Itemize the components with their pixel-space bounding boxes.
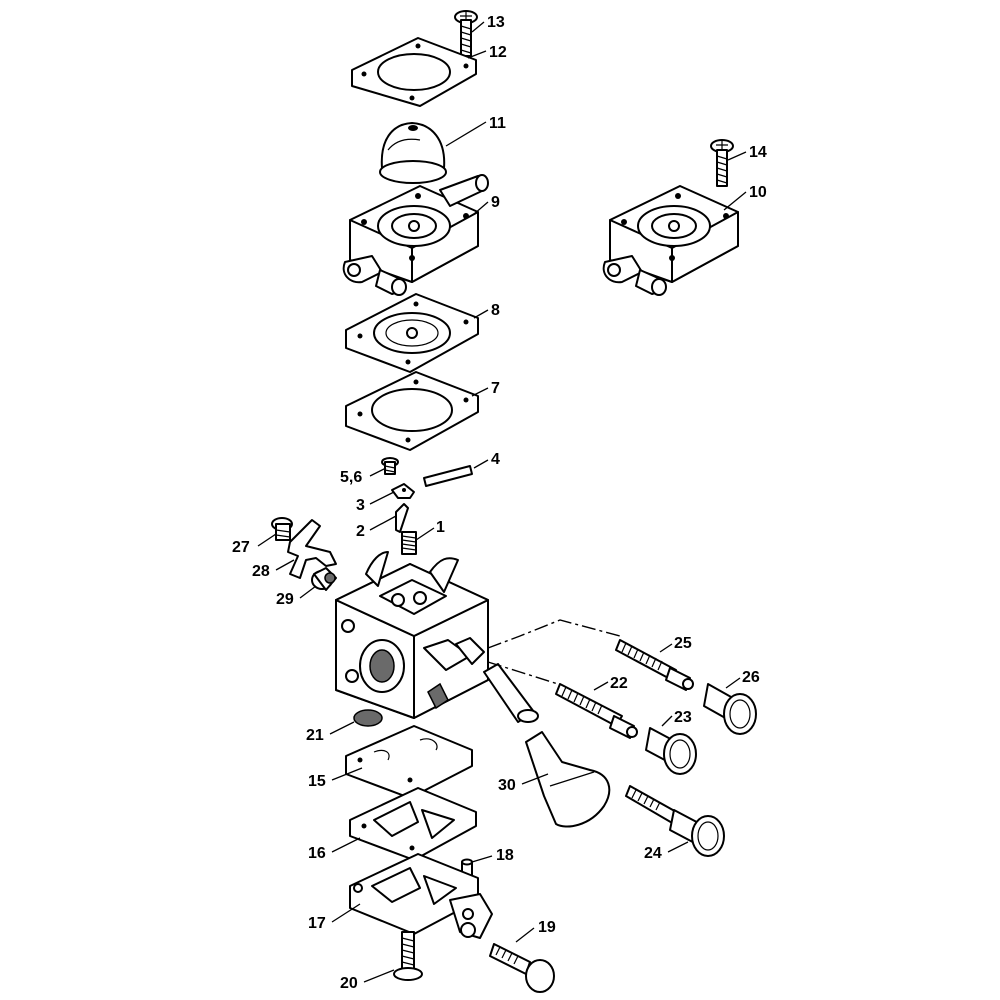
- callout-1: 1: [436, 519, 445, 536]
- part-8-pump-diaphragm: [345, 293, 479, 373]
- callout-22: 22: [610, 675, 628, 692]
- callout-26: 26: [742, 669, 760, 686]
- callout-23: 23: [674, 709, 692, 726]
- part-5-6-screw: [381, 457, 399, 475]
- callout-29: 29: [276, 591, 294, 608]
- part-7-gasket: [345, 371, 479, 451]
- part-12-gasket: [351, 37, 477, 107]
- part-26-limiter-cap: [703, 683, 757, 735]
- callout-9: 9: [491, 194, 500, 211]
- part-30-choke-lever: [483, 663, 611, 828]
- callout-14: 14: [749, 144, 767, 161]
- callout-28: 28: [252, 563, 270, 580]
- part-14-screw: [710, 139, 734, 187]
- part-20-screw: [393, 931, 423, 981]
- callout-5-6: 5,6: [340, 469, 362, 486]
- part-10-pump-housing: [602, 185, 739, 296]
- callout-27: 27: [232, 539, 250, 556]
- part-21-screen: [353, 709, 383, 727]
- part-27-screw: [271, 517, 293, 541]
- callout-2: 2: [356, 523, 365, 540]
- part-28-bracket: [287, 519, 337, 579]
- part-19-plug: [489, 943, 555, 993]
- part-25-adjusting-screw: [615, 639, 694, 691]
- callout-7: 7: [491, 380, 500, 397]
- part-11-primer-bulb: [379, 122, 447, 184]
- callout-17: 17: [308, 915, 326, 932]
- callout-labels: 13 12 11 14 10 9 8 7 4 5,6 3 2 1 27 28 2…: [232, 14, 767, 992]
- callout-25: 25: [674, 635, 692, 652]
- part-23-limiter-cap: [645, 727, 697, 775]
- callout-30: 30: [498, 777, 516, 794]
- callout-16: 16: [308, 845, 326, 862]
- part-24-idle-screw: [625, 785, 725, 857]
- callout-10: 10: [749, 184, 767, 201]
- part-13-screw: [454, 10, 478, 57]
- callout-8: 8: [491, 302, 500, 319]
- leader-lines: [257, 21, 747, 983]
- callout-4: 4: [491, 451, 500, 468]
- part-16-gasket: [349, 787, 477, 861]
- callout-24: 24: [644, 845, 662, 862]
- part-3-lever: [391, 483, 415, 499]
- callout-12: 12: [489, 44, 507, 61]
- callout-3: 3: [356, 497, 365, 514]
- callout-18: 18: [496, 847, 514, 864]
- callout-19: 19: [538, 919, 556, 936]
- part-15-diaphragm: [345, 725, 473, 799]
- callout-21: 21: [306, 727, 324, 744]
- callout-15: 15: [308, 773, 326, 790]
- part-4-pin: [423, 465, 473, 487]
- part-22-adjusting-screw: [555, 683, 638, 739]
- part-2-inlet-needle: [395, 503, 409, 533]
- part-17-cover: [349, 853, 493, 939]
- alignment-lines: [487, 619, 621, 685]
- part-29-bushing: [311, 567, 337, 591]
- callout-20: 20: [340, 975, 358, 992]
- callout-13: 13: [487, 14, 505, 31]
- part-9-pump-housing: [342, 174, 489, 296]
- callout-11: 11: [489, 115, 506, 132]
- part-1-spring: [401, 531, 417, 555]
- carburetor-body: [335, 551, 489, 719]
